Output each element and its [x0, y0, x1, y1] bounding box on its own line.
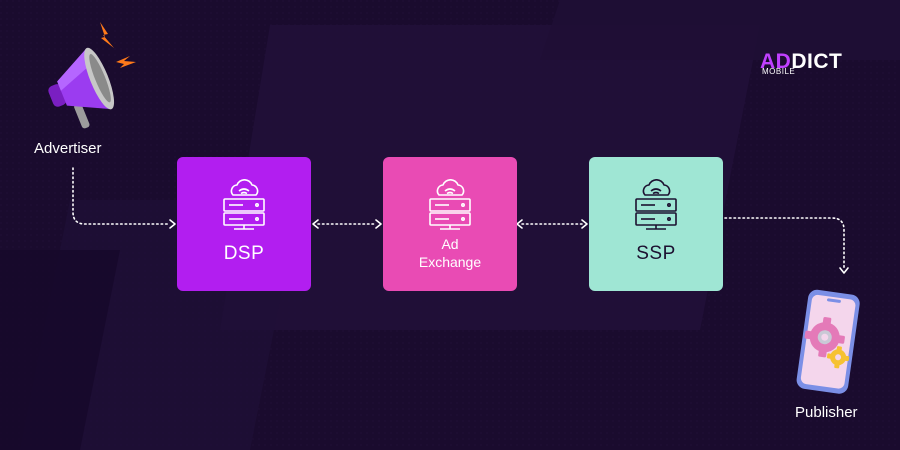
arrow-head-dsp-left	[312, 219, 319, 229]
connector-advertiser-dsp	[72, 167, 171, 225]
ad-exchange-label: Ad Exchange	[418, 236, 482, 270]
logo-subtitle: MOBILE	[762, 67, 796, 76]
dsp-node: DSP	[177, 157, 311, 291]
cloud-server-icon	[223, 179, 265, 230]
smartphone-gear-icon	[796, 289, 860, 394]
megaphone-icon	[48, 22, 136, 129]
arrow-head-ssp-left	[581, 219, 588, 229]
arrow-head-dsp	[169, 219, 176, 229]
ssp-node: SSP	[589, 157, 723, 291]
publisher-label: Publisher	[795, 404, 858, 421]
ad-exchange-node: Ad Exchange	[383, 157, 517, 291]
connector-ssp-publisher	[724, 217, 845, 269]
advertiser-label: Advertiser	[34, 140, 102, 157]
arrow-head-publisher	[839, 267, 849, 274]
arrow-head-adexchange-right	[516, 219, 523, 229]
arrow-head-adexchange-left	[375, 219, 382, 229]
addict-mobile-logo: ADDICT MOBILE	[760, 50, 860, 80]
cloud-server-icon	[635, 179, 677, 230]
logo-wordmark: ADDICT	[760, 50, 843, 73]
cloud-server-icon	[429, 179, 471, 230]
ssp-label: SSP	[636, 243, 676, 264]
dsp-label: DSP	[223, 243, 265, 264]
